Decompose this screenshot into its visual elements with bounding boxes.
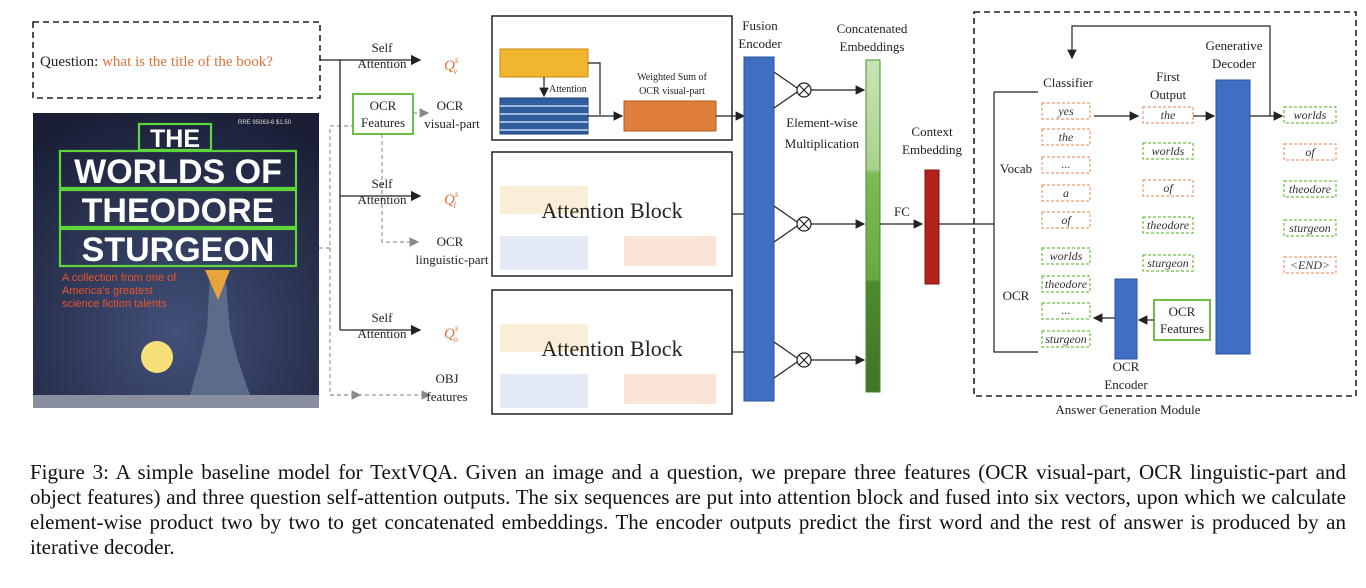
fc-context: FC Context Embedding <box>880 124 994 285</box>
final-token-1: worlds <box>1294 108 1327 122</box>
svg-text:Context: Context <box>911 124 953 139</box>
ocr-token-4: sturgeon <box>1045 332 1087 346</box>
fusion-encoder: Fusion Encoder <box>738 18 782 402</box>
model-diagram: Question: what is the title of the book?… <box>32 11 1357 417</box>
generative-decoder-bar <box>1215 79 1251 355</box>
ocr-token-2: theodore <box>1045 277 1088 291</box>
svg-text:visual-part: visual-part <box>424 116 480 131</box>
first-output-token-4: theodore <box>1147 218 1190 232</box>
first-output-tokens <box>1142 106 1194 272</box>
vocab-token-4: a <box>1063 186 1069 200</box>
vocab-token-2: the <box>1059 130 1074 144</box>
svg-text:OBJ: OBJ <box>435 371 458 386</box>
attention-block-3: Attention Block <box>491 289 744 415</box>
book-title-line-2: WORLDS OF <box>74 153 282 191</box>
final-token-4: sturgeon <box>1289 221 1331 235</box>
question-box: Question: what is the title of the book? <box>32 21 321 99</box>
svg-text:Concatenated: Concatenated <box>837 21 908 36</box>
question-text: what is the title of the book? <box>102 54 273 70</box>
book-tagline-1: A collection from one of <box>62 272 177 284</box>
first-output-token-2: worlds <box>1152 144 1185 158</box>
svg-text:OCR: OCR <box>1169 304 1196 319</box>
attention-block-2: Attention Block <box>491 151 744 277</box>
ocr-label: OCR <box>1003 288 1030 303</box>
book-cover-image: RRE 95063-6 $1.50 THE WORLDS OF THEODORE… <box>33 113 319 408</box>
svg-text:Element-wise: Element-wise <box>786 115 858 130</box>
answer-generation-module: Answer Generation Module Classifier Voca… <box>973 11 1357 417</box>
first-output-token-5: sturgeon <box>1147 256 1189 270</box>
svg-text:features: features <box>426 389 467 404</box>
ocr-token-3: ... <box>1062 303 1071 317</box>
book-title-line-3: THEODORE <box>82 192 275 230</box>
svg-text:OCR: OCR <box>437 234 464 249</box>
ocr-tokens <box>1041 247 1091 348</box>
svg-text:Generative: Generative <box>1205 38 1262 53</box>
final-token-2: of <box>1305 145 1316 159</box>
ocr-token-1: worlds <box>1050 249 1083 263</box>
book-code: RRE 95063-6 $1.50 <box>238 120 292 126</box>
vocab-tokens <box>1041 102 1091 229</box>
book-tagline-2: America's greatest <box>62 285 153 297</box>
svg-text:Output: Output <box>1150 87 1187 102</box>
svg-text:Qso: Qso <box>444 323 459 344</box>
svg-text:OCR: OCR <box>370 98 397 113</box>
book-title-line-1: THE <box>150 125 200 153</box>
final-output-tokens <box>1283 106 1337 274</box>
book-title-line-4: STURGEON <box>82 231 275 269</box>
answer-module-title: Answer Generation Module <box>1055 402 1200 417</box>
question-branch-connectors <box>320 54 422 336</box>
classifier-label: Classifier <box>1043 75 1093 90</box>
vocab-token-3: ... <box>1062 157 1071 171</box>
attention-detail-box: Attention Weighted Sum of OCR visual-par… <box>491 15 746 141</box>
svg-text:Multiplication: Multiplication <box>785 136 860 151</box>
svg-text:Qsv: Qsv <box>444 55 459 76</box>
svg-text:OCR visual-part: OCR visual-part <box>639 86 705 97</box>
vocab-token-5: of <box>1061 213 1072 227</box>
svg-text:OCR: OCR <box>1113 359 1140 374</box>
svg-text:Embedding: Embedding <box>902 142 962 157</box>
svg-text:Attention: Attention <box>549 84 587 95</box>
feature-labels: OCR visual-part OCR linguistic-part OBJ … <box>416 98 489 404</box>
ocr-features-box: OCR Features <box>352 93 414 135</box>
book-tagline-3: science fiction talents <box>62 298 167 310</box>
svg-text:Features: Features <box>1160 321 1204 336</box>
svg-text:linguistic-part: linguistic-part <box>416 252 489 267</box>
svg-text:Encoder: Encoder <box>1104 377 1148 392</box>
svg-text:Encoder: Encoder <box>738 36 782 51</box>
first-output-token-1: the <box>1161 108 1176 122</box>
fc-label: FC <box>894 204 910 219</box>
final-token-5: <END> <box>1290 258 1330 272</box>
element-wise-label: Element-wise Multiplication <box>785 115 860 151</box>
ocr-features-box-2 <box>1153 299 1211 341</box>
attention-block-label-2: Attention Block <box>541 336 682 361</box>
svg-text:First: First <box>1156 69 1180 84</box>
svg-text:OCR: OCR <box>437 98 464 113</box>
ocr-encoder-bar <box>1114 278 1138 360</box>
svg-text:Features: Features <box>361 115 405 130</box>
first-output-token-3: of <box>1163 181 1174 195</box>
attention-block-label-1: Attention Block <box>541 198 682 223</box>
final-token-3: theodore <box>1289 182 1332 196</box>
multiplication-nodes <box>773 71 866 379</box>
vocab-label: Vocab <box>1000 161 1032 176</box>
vocab-token-1: yes <box>1057 104 1074 118</box>
svg-text:Embeddings: Embeddings <box>840 39 905 54</box>
image-feature-connectors <box>319 108 432 400</box>
question-label: Question: <box>40 54 98 70</box>
concatenated-embeddings: Concatenated Embeddings <box>837 21 908 393</box>
svg-text:Fusion: Fusion <box>742 18 778 33</box>
svg-text:Qsl: Qsl <box>444 189 459 210</box>
figure-caption: Figure 3: A simple baseline model for Te… <box>30 460 1346 559</box>
svg-text:Decoder: Decoder <box>1212 56 1257 71</box>
svg-text:Question: what is the title of: Question: what is the title of the book? <box>40 54 273 70</box>
svg-text:Weighted Sum of: Weighted Sum of <box>637 72 707 83</box>
